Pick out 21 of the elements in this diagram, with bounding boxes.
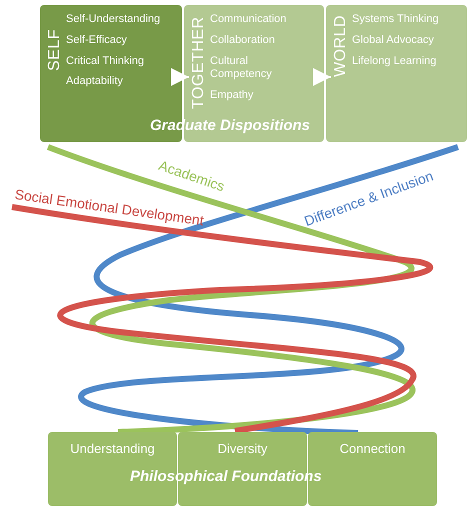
list-item: Critical Thinking — [66, 55, 144, 68]
list-item: Collaboration — [210, 34, 276, 47]
disposition-box — [326, 5, 467, 142]
list-item: Global Advocacy — [352, 34, 434, 47]
list-item: Lifelong Learning — [352, 55, 436, 68]
list-item: Self-Understanding — [66, 13, 160, 26]
foundation-label: Connection — [338, 441, 406, 456]
list-item: Adaptability — [66, 75, 123, 88]
list-item: Systems Thinking — [352, 13, 439, 26]
vertical-heading: TOGETHER — [190, 16, 208, 109]
foundation-label: Diversity — [216, 441, 268, 456]
list-item: Communication — [210, 13, 288, 26]
list-item: Cultural Competency — [210, 55, 273, 81]
list-item: Self-Efficacy — [66, 34, 127, 47]
vertical-heading: WORLD — [332, 14, 350, 77]
vertical-heading: SELF — [46, 28, 64, 71]
list-item: Empathy — [210, 89, 254, 102]
arrow — [313, 68, 331, 86]
ribbon-label: Social Emotional Development — [14, 186, 205, 228]
arrow — [171, 68, 189, 86]
foundation-label: Understanding — [69, 441, 156, 456]
